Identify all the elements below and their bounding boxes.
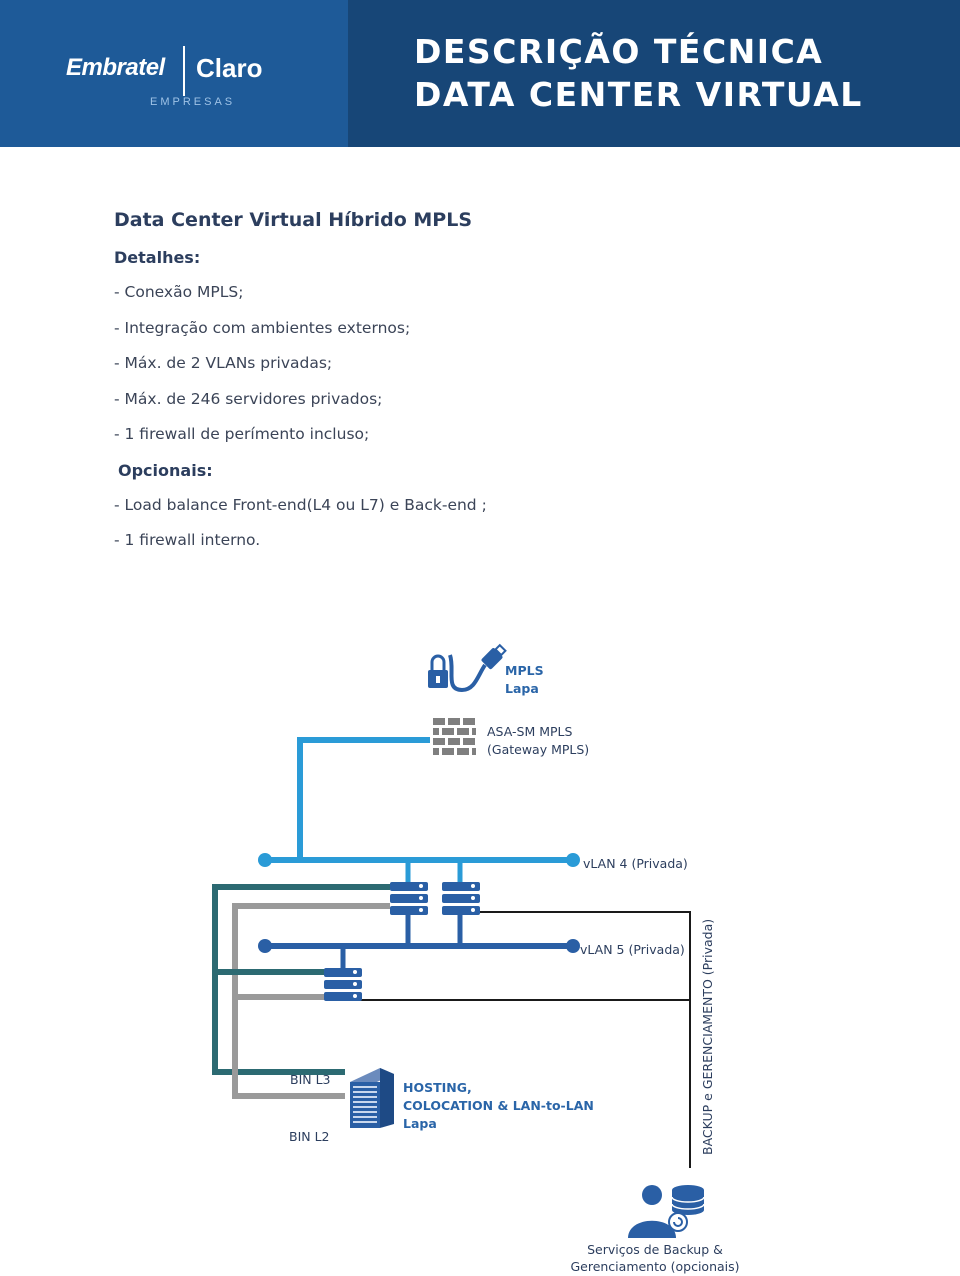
mpls-cable-lock-icon [428,643,507,693]
logo-embratel: Embratel [66,54,165,81]
server-rack-icon [350,1068,394,1128]
bin-l2-line [232,903,390,1099]
mpls-label-line-2: Lapa [505,681,539,696]
server-icon [324,968,362,1001]
vlan5-label: vLAN 5 (Privada) [580,942,685,957]
description-content: Data Center Virtual Híbrido MPLS Detalhe… [114,204,894,559]
embratel-claro-logo: Embratel Claro EMPRESAS [66,46,286,116]
vlan4-end-dot [566,853,580,867]
detail-item: - Integração com ambientes externos; [114,318,411,337]
header-logo-panel: Embratel Claro EMPRESAS [0,0,348,147]
vlan4-start-dot [258,853,272,867]
backup-vertical-label: BACKUP e GERENCIAMENTO (Privada) [700,919,715,1155]
router-icon [442,882,480,915]
vlan5-start-dot [258,939,272,953]
vlan5-end-dot [566,939,580,953]
logo-separator [183,46,185,96]
mpls-uplink-line [297,737,430,860]
optional-item: - 1 firewall interno. [114,531,261,549]
bin-l3-line [212,884,390,1075]
detail-item: - Conexão MPLS; [114,283,244,301]
page-title: DESCRIÇÃO TÉCNICA DATA CENTER VIRTUAL [414,30,863,116]
page-title-line-1: DESCRIÇÃO TÉCNICA [414,32,824,71]
logo-subtitle: EMPRESAS [150,96,236,108]
header-title-panel [348,0,960,147]
firewall-label-line-1: ASA-SM MPLS [487,724,572,739]
network-diagram: MPLS Lapa ASA-SM MPLS (Gateway MPLS) vLA… [212,643,740,1274]
details-label: Detalhes: [114,248,201,267]
hosting-label-line-3: Lapa [403,1116,437,1131]
diagram-lines [212,737,691,1168]
services-label-line-2: Gerenciamento (opcionais) [570,1259,739,1274]
backup-line [478,911,691,1168]
mpls-label-line-1: MPLS [505,663,544,678]
vlan4-label: vLAN 4 (Privada) [583,856,688,871]
detail-item: - 1 firewall de perímento incluso; [114,425,370,443]
optional-item: - Load balance Front-end(L4 ou L7) e Bac… [114,495,487,514]
optional-label: Opcionais: [118,460,213,480]
hosting-label-line-1: HOSTING, [403,1080,472,1095]
router-icon [390,882,428,915]
section-heading: Data Center Virtual Híbrido MPLS [114,209,473,231]
firewall-icon [433,718,476,755]
bin-l3-label: BIN L3 [290,1072,331,1087]
services-label-line-1: Serviços de Backup & [587,1242,723,1257]
backup-services-icon [628,1185,705,1238]
detail-item: - Máx. de 2 VLANs privadas; [114,354,333,372]
hosting-label-line-2: COLOCATION & LAN-to-LAN [403,1098,594,1113]
firewall-label-line-2: (Gateway MPLS) [487,742,589,757]
logo-claro: Claro [196,53,263,83]
bin-l2-label: BIN L2 [289,1129,330,1144]
detail-item: - Máx. de 246 servidores privados; [114,389,383,408]
page-title-line-2: DATA CENTER VIRTUAL [414,75,863,114]
